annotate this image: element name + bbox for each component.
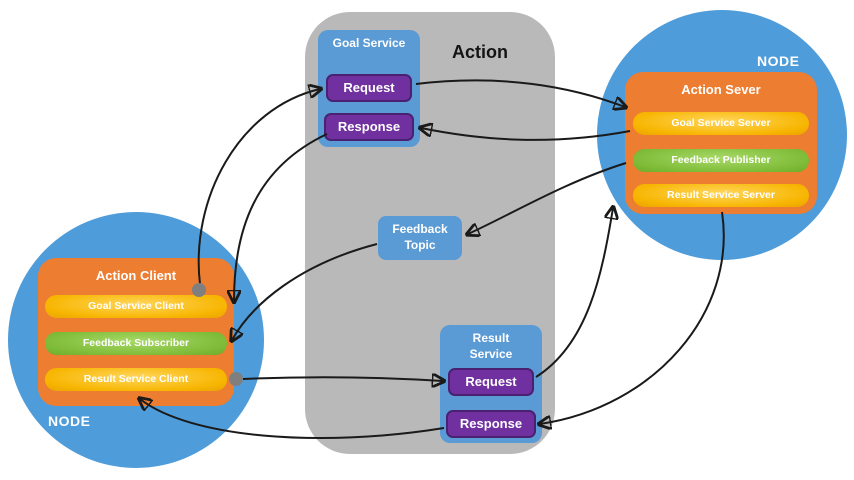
goal-request-box: Request xyxy=(326,74,412,102)
server-node-label: NODE xyxy=(757,53,800,69)
feedback-publisher-pill: Feedback Publisher xyxy=(633,149,809,172)
result-client-connector-dot xyxy=(229,372,243,386)
goal-service-server-pill: Goal Service Server xyxy=(633,112,809,135)
goal-response-box: Response xyxy=(324,113,414,141)
result-service-title: Result Service xyxy=(469,331,513,361)
result-response-box: Response xyxy=(446,410,536,438)
feedback-topic-box: Feedback Topic xyxy=(378,216,462,260)
result-request-box: Request xyxy=(448,368,534,396)
goal-service-title: Goal Service xyxy=(332,36,406,50)
client-node-label: NODE xyxy=(48,413,91,429)
action-server-title: Action Sever xyxy=(681,82,761,97)
feedback-subscriber-pill: Feedback Subscriber xyxy=(45,332,227,355)
result-service-server-pill: Result Service Server xyxy=(633,184,809,207)
result-service-client-pill: Result Service Client xyxy=(45,368,227,391)
feedback-topic-title: Feedback Topic xyxy=(392,222,448,252)
action-panel-title: Action xyxy=(452,42,508,62)
goal-service-client-pill: Goal Service Client xyxy=(45,295,227,318)
action-client-title: Action Client xyxy=(95,268,177,283)
goal-client-connector-dot xyxy=(192,283,206,297)
